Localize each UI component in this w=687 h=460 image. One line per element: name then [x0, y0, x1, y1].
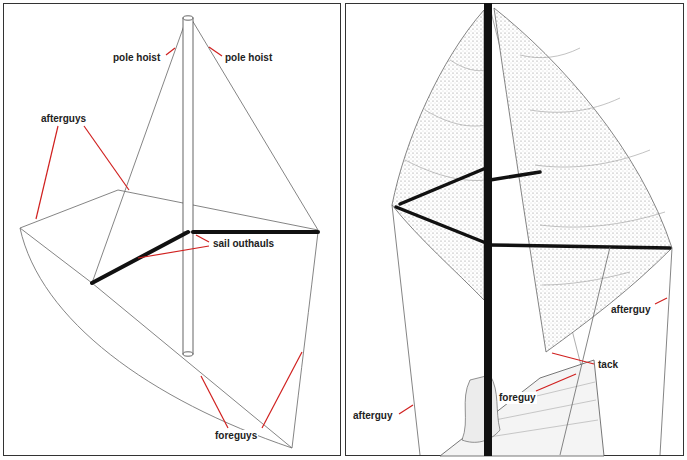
- boat-view: [392, 3, 672, 456]
- part-label: pole hoist: [112, 52, 161, 64]
- part-label: afterguy: [610, 304, 651, 316]
- spinnaker-pole: [92, 232, 318, 283]
- plan-view: [20, 16, 318, 448]
- part-label: sail outhauls: [212, 238, 275, 250]
- panel-frame: [346, 4, 684, 456]
- panel-frame: [4, 4, 341, 456]
- part-label: foreguys: [214, 430, 258, 442]
- part-label: afterguy: [352, 410, 393, 422]
- part-label: tack: [597, 359, 619, 371]
- part-label: pole hoist: [224, 52, 273, 64]
- part-label: afterguys: [40, 113, 87, 125]
- leader-line: [36, 47, 667, 428]
- part-label: foreguy: [498, 392, 537, 404]
